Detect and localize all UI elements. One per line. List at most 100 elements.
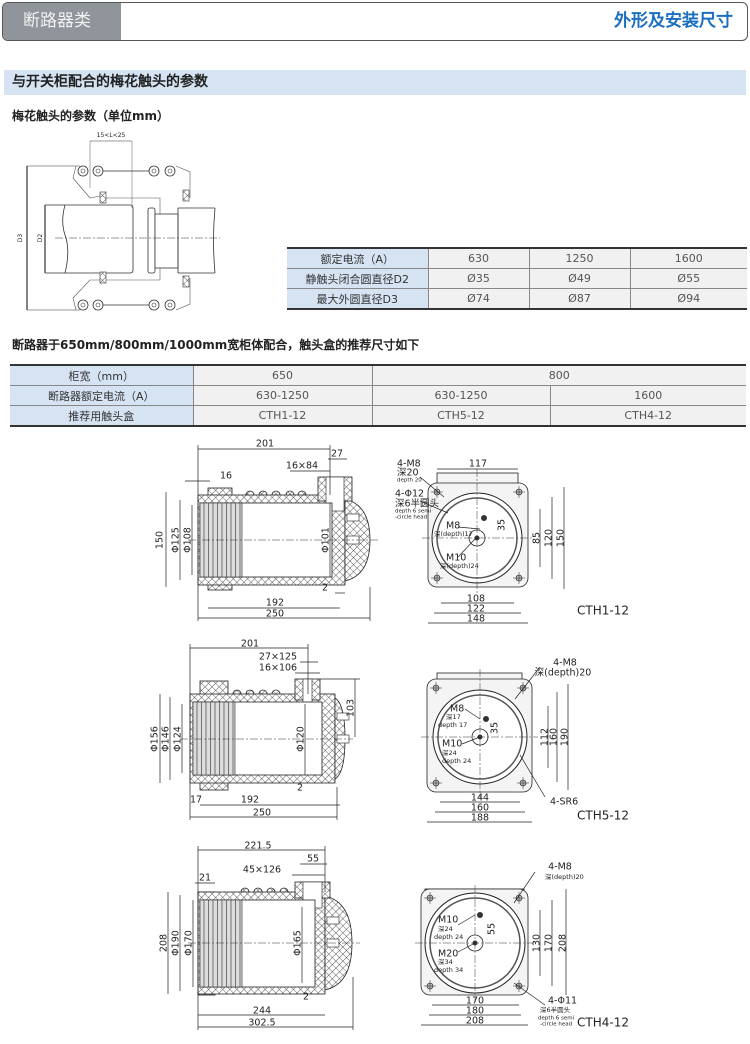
dimension-line — [519, 754, 546, 798]
dimension-label: 190 — [560, 728, 571, 746]
dimension-label: Φ170 — [184, 930, 195, 956]
upper-hole — [481, 515, 487, 521]
dimension-label: Φ124 — [173, 726, 184, 752]
dimension-label: 150 — [155, 531, 166, 549]
dimension-label: 深20 — [397, 468, 419, 479]
dimension-line — [464, 708, 481, 720]
dimension-label: 208 — [466, 1016, 484, 1027]
dimension-label: 103 — [346, 699, 357, 717]
bellows — [199, 899, 243, 988]
dimension-label: 4-Φ11 — [548, 996, 577, 1007]
dimension-label: M8 — [446, 521, 460, 532]
dimension-label: 208 — [558, 934, 569, 952]
dimension-label: CTH5-12 — [577, 809, 629, 823]
table-cell: 650 — [192, 364, 373, 386]
row-header: 静触头闭合圆直径D2 — [287, 268, 429, 289]
dimension-label: Φ101 — [321, 527, 332, 553]
mounting-hole-icon — [431, 486, 443, 498]
dimension-label: 302.5 — [248, 1018, 275, 1029]
spring-ring-icon — [77, 165, 89, 177]
table-cell: 1250 — [528, 247, 631, 269]
l-range-label: 15<L<25 — [97, 132, 126, 139]
dimension-label: 208 — [159, 934, 170, 952]
dimension-label: depth 34 — [434, 966, 463, 974]
dimension-label: 深(depth)17 — [434, 529, 473, 538]
dimension-label: 112 — [540, 728, 551, 746]
dimension-label: -circle head — [395, 515, 427, 521]
dimension-line — [514, 666, 541, 700]
dimension-label: depth 6 semi — [538, 1016, 575, 1022]
dimension-label: 27 — [331, 449, 343, 460]
upper-hole — [477, 912, 483, 918]
dimension-label: 221.5 — [244, 841, 271, 852]
dimension-label: 130 — [532, 934, 543, 952]
dimension-label: 250 — [253, 808, 271, 819]
dimension-label: 85 — [532, 532, 543, 544]
table-cell: CTH4-12 — [549, 405, 746, 427]
page-title: 外形及安装尺寸 — [614, 11, 733, 31]
dimension-label: 144 — [471, 793, 489, 804]
row-header: 断路器额定电流（A） — [10, 385, 194, 406]
dimension-label: 2 — [297, 783, 303, 794]
dimension-label: 深(depth)20 — [545, 872, 584, 881]
dimension-label: 35 — [497, 519, 508, 531]
dimension-line — [457, 942, 476, 953]
dimension-label: 250 — [266, 609, 284, 620]
dimension-label: 55 — [307, 854, 319, 865]
bellows — [192, 701, 236, 776]
dimension-label: Φ190 — [171, 930, 182, 956]
dimension-label: 深17 — [446, 712, 461, 721]
dimension-label: 深(depth)20 — [535, 668, 592, 679]
mounting-hole-icon — [430, 682, 442, 694]
spring-block — [99, 191, 107, 204]
dimension-label: Φ120 — [296, 726, 307, 752]
mounting-hole-icon — [431, 572, 443, 584]
dimension-label: 17 — [190, 795, 202, 806]
mounting-hole-icon — [513, 572, 525, 584]
mounting-hole-icon — [424, 980, 436, 992]
dimension-label: 4-M8 — [553, 658, 577, 669]
dimension-label: 188 — [471, 813, 489, 824]
dimension-label: depth 24 — [442, 757, 471, 765]
table-cell: CTH5-12 — [371, 405, 551, 427]
dimension-label: 2 — [322, 583, 328, 594]
dimension-label: 160 — [471, 803, 489, 814]
dimension-label: 深24 — [442, 748, 457, 757]
spring-ring-icon — [148, 299, 160, 311]
spring-ring-icon — [148, 165, 160, 177]
dimension-label: 4-SR6 — [550, 797, 578, 808]
dimension-label: 148 — [467, 614, 485, 625]
static-contact-flange — [147, 207, 156, 274]
table-cell: 1600 — [629, 247, 747, 269]
spring-block — [182, 275, 190, 288]
dimension-label: depth 6 semi — [395, 509, 432, 515]
dimension-line — [513, 982, 546, 1006]
table-cell: 630 — [427, 247, 530, 269]
dimension-label: 深34 — [438, 957, 453, 966]
section-title: 与开关柜配合的梅花触头的参数 — [4, 70, 746, 95]
dimension-label: 117 — [469, 459, 487, 470]
dimension-label: 深24 — [438, 924, 453, 933]
dimension-label: 192 — [241, 795, 259, 806]
bolt-insert — [326, 916, 340, 925]
dimension-label: Φ146 — [161, 726, 172, 752]
center-hole — [474, 535, 480, 541]
dimension-label: 4-Φ12 — [395, 489, 424, 500]
dimension-label: M10 — [442, 739, 462, 750]
dimension-label: M20 — [438, 949, 458, 960]
dimension-label: 120 — [544, 529, 555, 547]
spring-block — [182, 189, 190, 202]
spring-ring-icon — [164, 165, 176, 177]
dimension-line — [419, 476, 445, 498]
dimension-label: Φ156 — [150, 726, 161, 752]
mounting-hole-icon — [513, 892, 525, 904]
spring-block — [99, 271, 107, 284]
dimension-label: 4-M8 — [548, 862, 572, 873]
